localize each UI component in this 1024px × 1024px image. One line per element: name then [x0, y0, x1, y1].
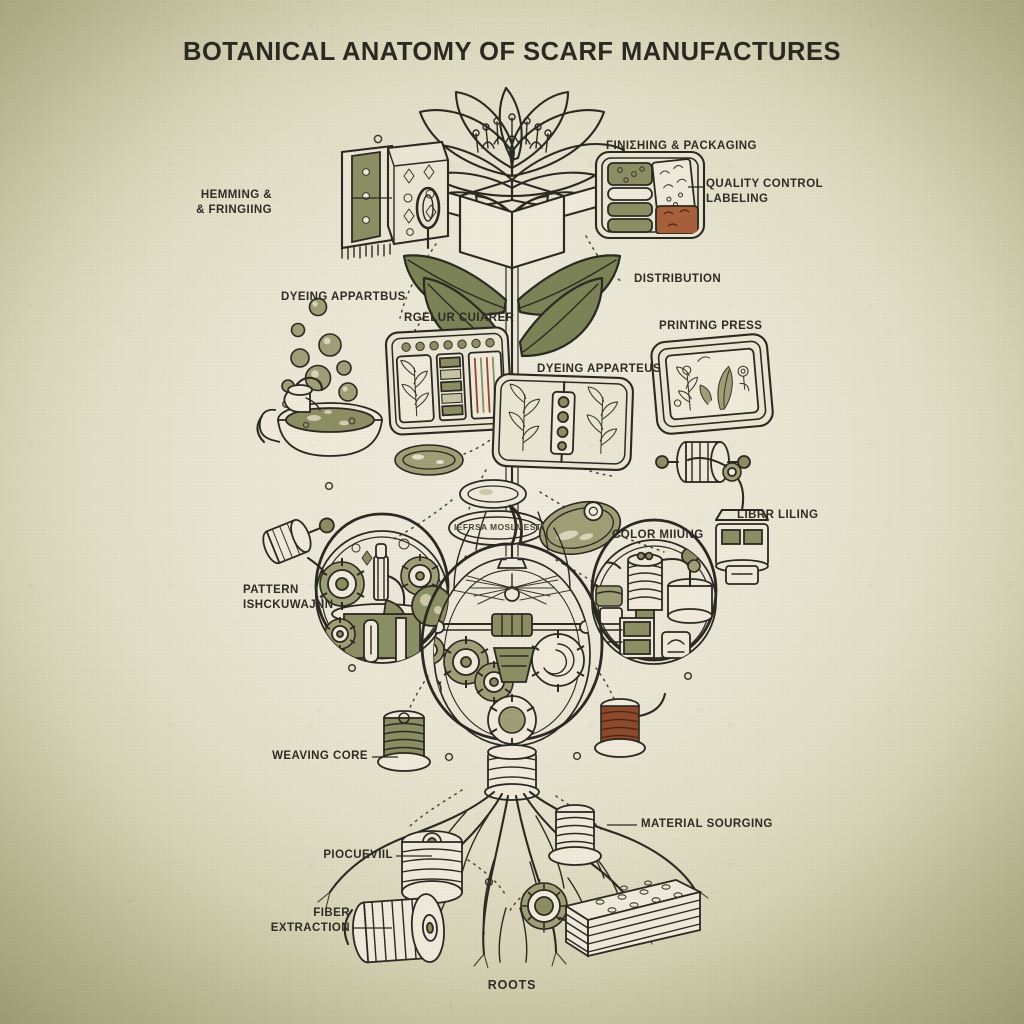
shipping-box [422, 178, 602, 270]
spindle-tool-left [262, 517, 335, 578]
callout-label-dyeing-mid: DYEING APPARTEUS [537, 363, 662, 375]
labeling-machine [686, 456, 770, 585]
callout-label-finishing: FINIΣHING & PACKAGING [606, 140, 757, 152]
callout-label-hemming: HEMMING & & FRINGIING [196, 189, 272, 216]
callout-label-regular-current: RGELUR CUIARER [404, 312, 515, 324]
fabric-motif-dots [403, 164, 437, 236]
fringe-loop-tool [415, 186, 441, 250]
seed-ovals [394, 444, 622, 556]
packaging-tray [594, 150, 706, 240]
engraved-floral-motif [673, 356, 750, 411]
footer-roots-label: ROOTS [487, 978, 537, 992]
hemming-panel [340, 140, 450, 260]
spool-rust-right [594, 692, 667, 758]
callout-label-weaving-core: WEAVING CORE [272, 750, 368, 762]
callout-label-distribution: DISTRIBUTION [634, 273, 722, 285]
spool-weaving-core-left [377, 710, 431, 772]
callout-label-quality: QUALITY CONTROL LABELING [706, 178, 824, 205]
label-leader-lines [352, 186, 703, 929]
callout-label-printing: PRINTING PRESS [659, 320, 763, 332]
spool-right [667, 544, 716, 624]
flower-lotus-with-box [398, 86, 626, 270]
callout-label-color-mixing: COLOR MIIUNG [612, 529, 704, 541]
bubbles [281, 297, 358, 402]
spool-fiber-extraction [343, 893, 445, 964]
spool-material-sourcing [548, 804, 602, 866]
dye-vats-small [592, 561, 623, 625]
coil-column [627, 551, 663, 625]
callout-label-fiber: FIBER EXTRACTION [270, 907, 350, 934]
fabric-stack [563, 879, 703, 958]
warp-threads [451, 573, 573, 605]
cell-color-mixing [590, 518, 718, 665]
leaf-pair-upper [402, 254, 622, 316]
cabinet-left-curer [384, 326, 513, 436]
callout-label-material: MATERIAL SOURGING [641, 818, 773, 830]
print-plate [650, 333, 774, 435]
spool-procurement [401, 830, 463, 904]
callout-label-dyeing-left: DYEING APPARTBUS [281, 291, 406, 303]
loom-mechanism [434, 558, 590, 746]
seed-inscription: IEFRSA MOSLMESTI [454, 522, 545, 532]
cell-pattern [314, 512, 450, 664]
callout-label-procurement: PIOCUEVIIL [323, 849, 393, 861]
dye-vat [256, 297, 384, 457]
page-title: BOTANICAL ANATOMY OF SCARF MANUFACTURES [183, 38, 841, 66]
callout-label-pattern: PATTERN ISHCKUWAJNN [243, 584, 334, 611]
pour-flask [283, 376, 324, 413]
cabinet-mid-dyeing [491, 373, 634, 471]
fabric-dot-pattern [595, 880, 683, 913]
callout-label-label-ling: LIBRR LILING [737, 509, 819, 521]
bobbin-disc-center [520, 882, 598, 930]
stamen-crown [472, 113, 552, 153]
